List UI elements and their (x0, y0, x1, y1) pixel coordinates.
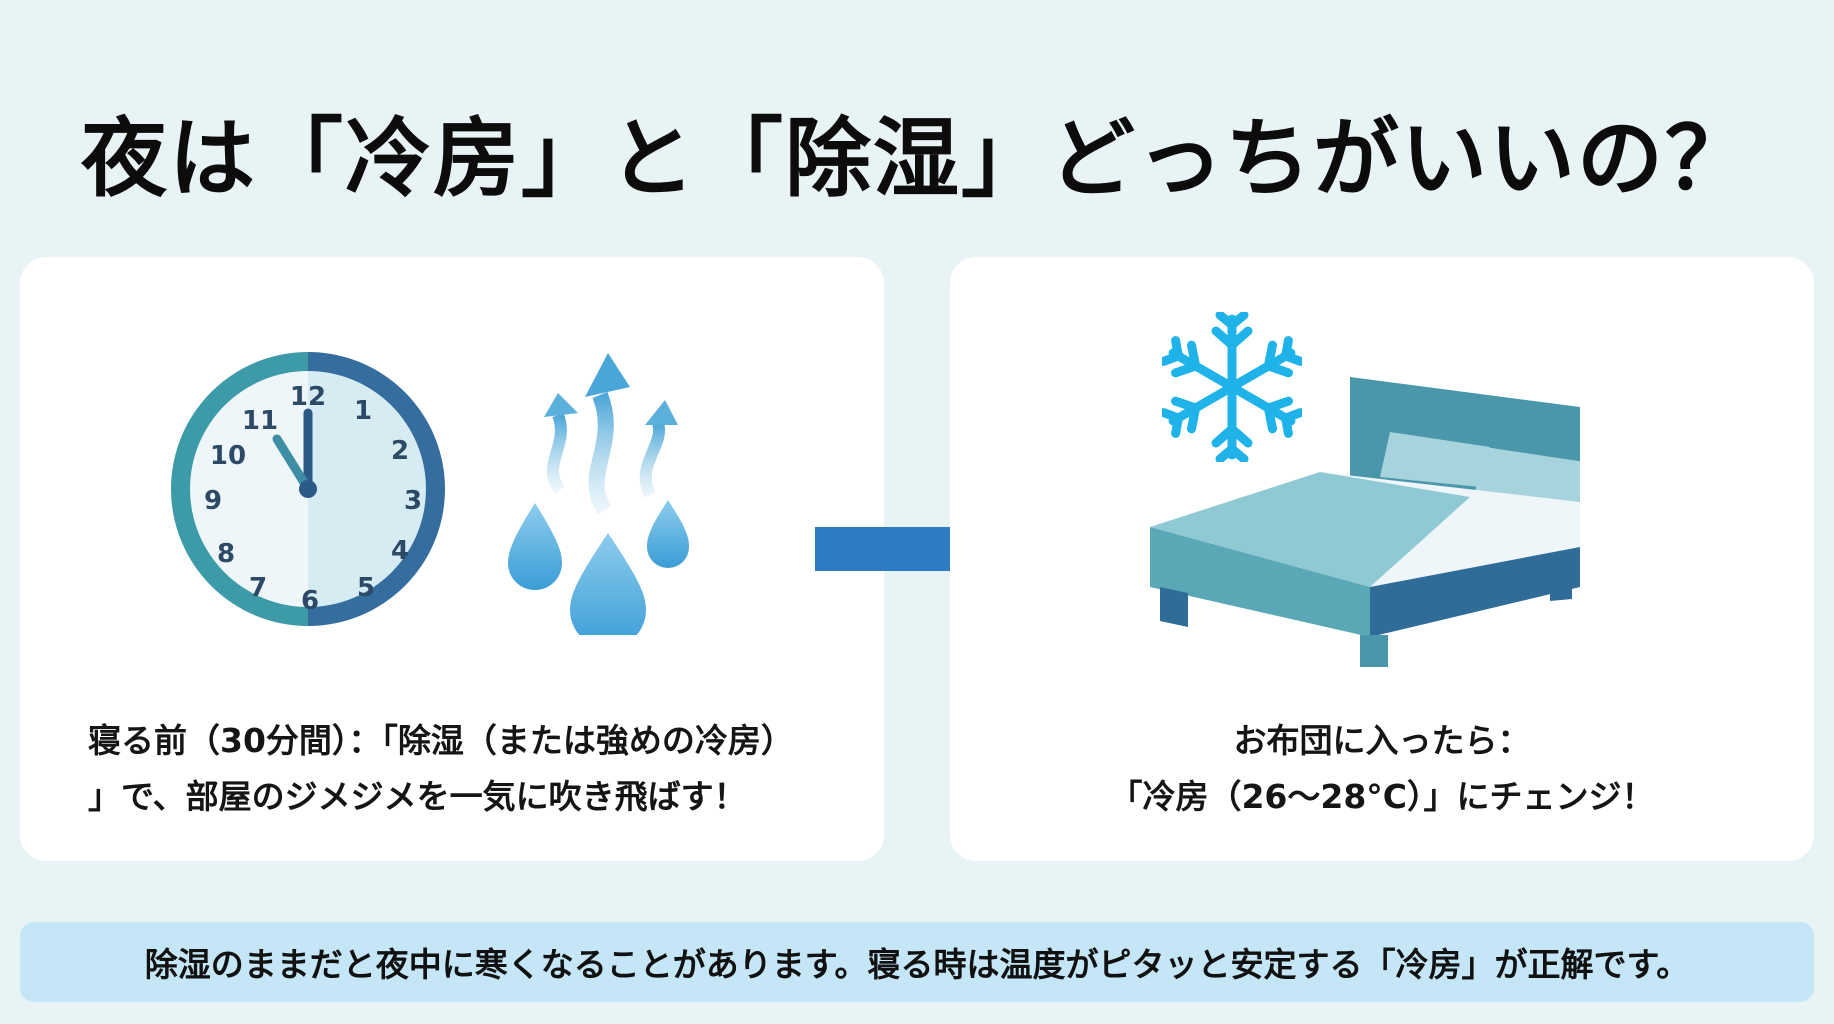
svg-text:6: 6 (301, 586, 319, 616)
before-sleep-text: 寝る前（30分間）：「除湿（または強めの冷房） 」で、部屋のジメジメを一気に吹き… (20, 713, 884, 825)
snowflake-icon (1162, 312, 1302, 462)
svg-text:8: 8 (217, 539, 235, 569)
advice-banner-text: 除湿のままだと夜中に寒くなることがあります。寝る時は温度がピタッと安定する「冷房… (144, 945, 1690, 984)
in-bed-card: お布団に入ったら： 「冷房（26〜28°C）」にチェンジ！ (950, 257, 1814, 861)
clock-icon: 12 1 2 3 4 5 6 7 8 9 10 11 (171, 352, 445, 626)
in-bed-text-line1: お布団に入ったら： (1233, 721, 1531, 760)
advice-banner: 除湿のままだと夜中に寒くなることがあります。寝る時は温度がピタッと安定する「冷房… (20, 922, 1814, 1002)
before-sleep-text-line2: 」で、部屋のジメジメを一気に吹き飛ばす！ (88, 777, 747, 816)
svg-text:1: 1 (354, 396, 372, 426)
in-bed-text: お布団に入ったら： 「冷房（26〜28°C）」にチェンジ！ (950, 713, 1814, 825)
svg-text:7: 7 (249, 573, 267, 603)
svg-text:5: 5 (357, 573, 375, 603)
bed-icon (1150, 377, 1580, 667)
svg-text:3: 3 (404, 486, 422, 516)
before-sleep-text-line1: 寝る前（30分間）：「除湿（または強めの冷房） (88, 721, 794, 760)
svg-text:9: 9 (204, 486, 222, 516)
page-title: 夜は「冷房」と「除湿」どっちがいいの？ (81, 109, 1753, 209)
svg-text:2: 2 (391, 436, 409, 466)
humidity-drops-icon (508, 353, 689, 635)
svg-text:10: 10 (210, 441, 246, 471)
svg-text:11: 11 (242, 406, 278, 436)
svg-text:4: 4 (391, 536, 409, 566)
svg-text:12: 12 (290, 382, 326, 412)
in-bed-text-line2: 「冷房（26〜28°C）」にチェンジ！ (1109, 777, 1655, 816)
before-sleep-card: 12 1 2 3 4 5 6 7 8 9 10 11 (20, 257, 884, 861)
